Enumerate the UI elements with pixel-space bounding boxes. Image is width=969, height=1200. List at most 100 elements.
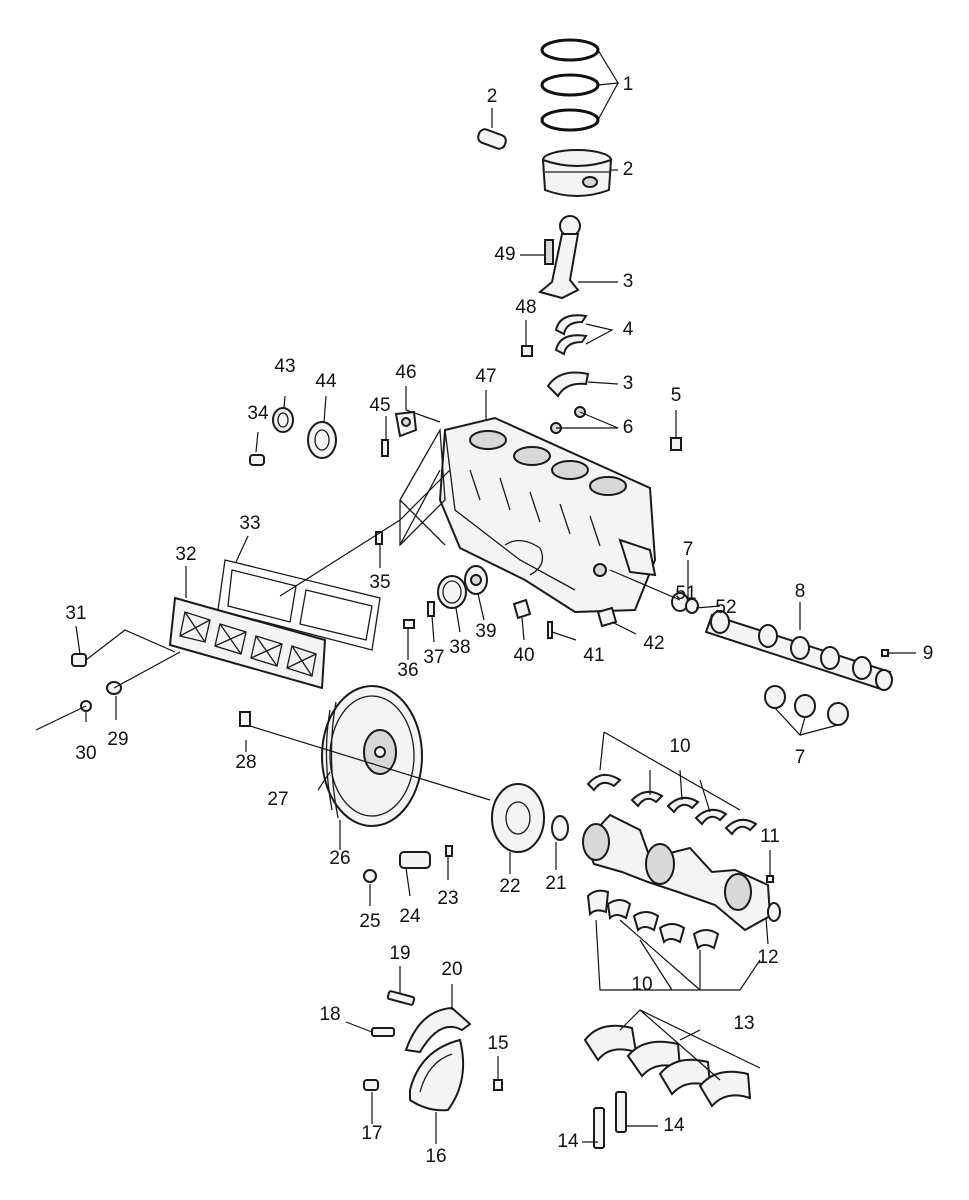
callout-21: 21: [545, 873, 566, 894]
callout-17: 17: [361, 1123, 382, 1144]
small-washers: [550, 406, 586, 434]
oring-38: [437, 575, 467, 609]
bolt-36: [403, 619, 415, 629]
callout-20: 20: [441, 959, 462, 980]
callout-32: 32: [175, 544, 196, 565]
callout-13: 13: [733, 1013, 754, 1034]
gear-24: [399, 851, 431, 869]
callout-45: 45: [369, 395, 390, 416]
pin-35: [375, 531, 383, 545]
callout-19: 19: [389, 943, 410, 964]
flywheel: [321, 685, 423, 827]
key-11: [766, 875, 774, 883]
callout-46: 46: [395, 362, 416, 383]
seal-43: [272, 407, 294, 433]
callout-4: 4: [623, 319, 634, 340]
callout-14-left: 14: [557, 1131, 579, 1152]
callout-31: 31: [65, 603, 86, 624]
rod-cap: [546, 371, 590, 398]
plug-40: [512, 598, 532, 620]
cam-bushing-51-52: [671, 592, 699, 614]
callout-10-upper: 10: [669, 736, 690, 757]
bolt-18: [371, 1027, 395, 1037]
piston-rings: [540, 38, 600, 132]
callout-26: 26: [329, 848, 350, 869]
callout-16: 16: [425, 1146, 446, 1167]
main-bearings-upper: [586, 773, 758, 836]
callout-49: 49: [494, 244, 515, 265]
callout-24: 24: [399, 906, 421, 927]
callout-51: 51: [675, 583, 696, 604]
callout-11: 11: [760, 826, 780, 847]
callout-2-pin: 2: [487, 86, 498, 107]
callout-36: 36: [397, 660, 418, 681]
callout-12: 12: [757, 947, 778, 968]
pin-41: [547, 621, 553, 639]
sprocket-22: [491, 783, 545, 853]
cover-32: [168, 596, 327, 690]
plug-34: [249, 454, 265, 466]
rod-nut: [521, 345, 533, 357]
crankshaft: [582, 813, 781, 932]
key-9: [881, 649, 889, 657]
main-bearings-lower: [586, 889, 720, 950]
callout-15: 15: [487, 1033, 508, 1054]
callout-7-upper: 7: [683, 539, 694, 560]
callout-48: 48: [515, 297, 536, 318]
stud-45: [381, 439, 389, 457]
sensor-46: [394, 410, 418, 438]
bolt-37: [427, 601, 435, 617]
callout-3-cap: 3: [623, 373, 634, 394]
seal-44: [307, 421, 337, 459]
callout-29: 29: [107, 729, 128, 750]
bolt-15: [493, 1079, 503, 1091]
clip-17: [363, 1079, 379, 1091]
callout-23: 23: [437, 888, 458, 909]
piston: [541, 149, 613, 197]
callout-38: 38: [449, 637, 470, 658]
nut-31: [71, 653, 87, 667]
pulley-39: [464, 565, 488, 595]
connecting-rod: [537, 215, 581, 300]
block-bracket: [399, 427, 446, 547]
callout-40: 40: [513, 645, 534, 666]
seal-housing-20: [404, 1006, 472, 1054]
callout-34: 34: [247, 403, 269, 424]
bolt-28: [239, 711, 251, 727]
callout-41: 41: [583, 645, 604, 666]
callout-8: 8: [795, 581, 806, 602]
callout-28: 28: [235, 752, 256, 773]
cap-bolt-right: [615, 1091, 627, 1133]
pin-23: [445, 845, 453, 857]
cap-bolt-left: [593, 1107, 605, 1149]
callout-30: 30: [75, 743, 96, 764]
callout-3-rod: 3: [623, 271, 634, 292]
callout-42: 42: [643, 633, 664, 654]
seal-retainer-16: [409, 1038, 465, 1112]
leader-lines: [35, 49, 916, 1144]
callout-25: 25: [359, 911, 380, 932]
callout-6: 6: [623, 417, 634, 438]
callout-39: 39: [475, 621, 496, 642]
gasket-33: [217, 559, 381, 651]
callout-2-piston: 2: [623, 159, 634, 180]
bolt-5: [670, 437, 682, 451]
bolt-19: [386, 990, 416, 1006]
callout-14-right: 14: [663, 1115, 685, 1136]
callout-1: 1: [623, 74, 634, 95]
rod-bearings: [554, 314, 588, 356]
callout-47: 47: [475, 366, 496, 387]
callout-35: 35: [369, 572, 390, 593]
seal-21: [551, 815, 569, 841]
piston-pin: [477, 128, 507, 150]
callout-9: 9: [923, 643, 934, 664]
camshaft: [704, 610, 893, 692]
nut-25: [363, 869, 377, 883]
callout-27: 27: [267, 789, 288, 810]
callout-5: 5: [671, 385, 682, 406]
fitting-42: [596, 606, 618, 628]
main-bearing-caps: [583, 1024, 752, 1108]
callout-10-lower: 10: [631, 974, 652, 995]
callout-52: 52: [715, 597, 736, 618]
